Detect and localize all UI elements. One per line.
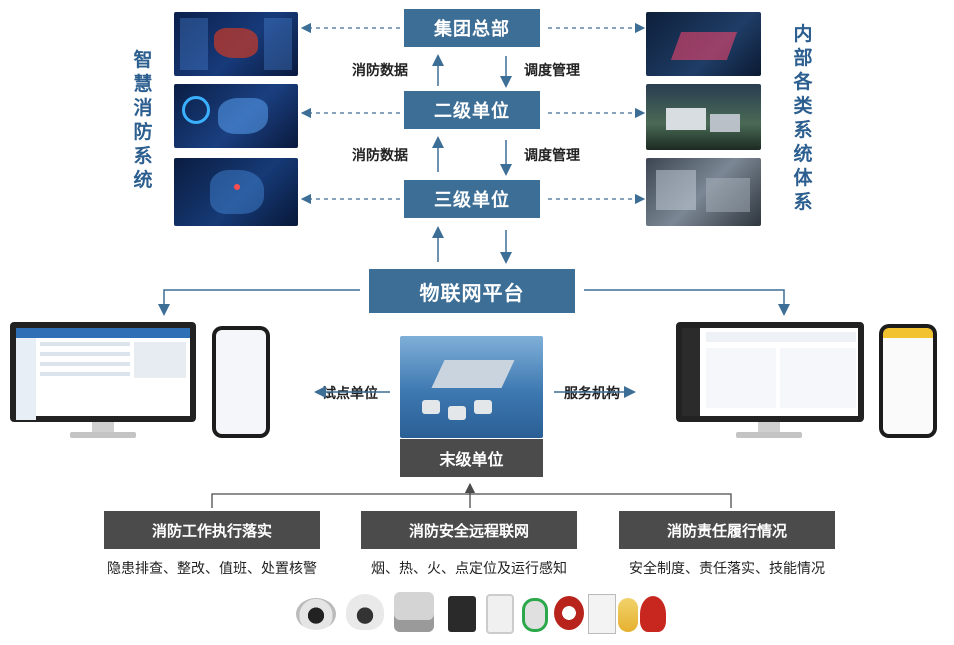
current-transformer-icon [554, 596, 584, 630]
bottom-desc-2: 烟、热、火、点定位及运行感知 [371, 561, 567, 577]
secondary-unit-box: 二级单位 [404, 91, 540, 129]
right-monitor [676, 322, 864, 444]
left-dashboard-map-1 [174, 12, 298, 76]
left-phone [212, 326, 270, 438]
terminal-site-3d-render [400, 336, 543, 438]
left-monitor-screen [10, 322, 196, 422]
fire-extinguisher-ball-icon [618, 598, 638, 632]
right-system-3d-building [646, 12, 761, 76]
bottom-desc-3: 安全制度、责任落实、技能情况 [629, 561, 825, 577]
secondary-unit-label: 二级单位 [434, 101, 510, 122]
service-org-label: 服务机构 [564, 386, 620, 402]
right-monitor-screen [676, 322, 864, 422]
flow-down-label-1: 调度管理 [524, 63, 580, 79]
flow-up-label-1: 消防数据 [352, 63, 408, 79]
bottom-box-1-title: 消防工作执行落实 [151, 521, 272, 540]
control-panel-icon [448, 596, 476, 632]
bottom-box-1: 消防工作执行落实 [104, 511, 320, 549]
bottom-box-3-title: 消防责任履行情况 [666, 521, 787, 540]
left-side-label-text: 智慧消防系统 [133, 49, 153, 191]
gas-detector-icon [522, 598, 548, 632]
left-dashboard-map-3 [174, 158, 298, 226]
flow-up-label-2: 消防数据 [352, 148, 408, 164]
group-hq-box: 集团总部 [404, 9, 540, 47]
tertiary-unit-box: 三级单位 [404, 180, 540, 218]
device-row [290, 590, 666, 638]
bottom-box-2: 消防安全远程联网 [361, 511, 577, 549]
bottom-desc-1: 隐患排查、整改、值班、处置核警 [107, 561, 317, 577]
iot-platform-box: 物联网平台 [369, 269, 575, 313]
right-system-aerial-view [646, 158, 761, 226]
ptz-camera-icon [394, 592, 434, 632]
bottom-box-2-title: 消防安全远程联网 [408, 521, 529, 540]
pilot-unit-label: 试点单位 [322, 386, 378, 402]
right-phone [879, 324, 937, 438]
iot-platform-label: 物联网平台 [419, 280, 525, 305]
tertiary-unit-label: 三级单位 [434, 190, 510, 211]
smoke-detector-icon [296, 598, 336, 630]
display-terminal-icon [486, 594, 514, 634]
left-monitor [10, 322, 196, 444]
right-side-label: 内部各类系统体系 [790, 22, 816, 214]
left-dashboard-map-2 [174, 84, 298, 148]
right-side-label-text: 内部各类系统体系 [793, 23, 813, 213]
terminal-unit-box: 末级单位 [400, 439, 543, 477]
bottom-box-3: 消防责任履行情况 [619, 511, 835, 549]
electrical-monitor-icon [588, 594, 616, 634]
left-side-label: 智慧消防系统 [130, 48, 156, 192]
terminal-unit-label: 末级单位 [439, 450, 504, 469]
flow-down-label-2: 调度管理 [524, 148, 580, 164]
right-system-campus-view [646, 84, 761, 150]
dome-camera-icon [346, 594, 384, 630]
group-hq-label: 集团总部 [434, 19, 510, 40]
fire-alarm-bell-icon [640, 596, 666, 632]
